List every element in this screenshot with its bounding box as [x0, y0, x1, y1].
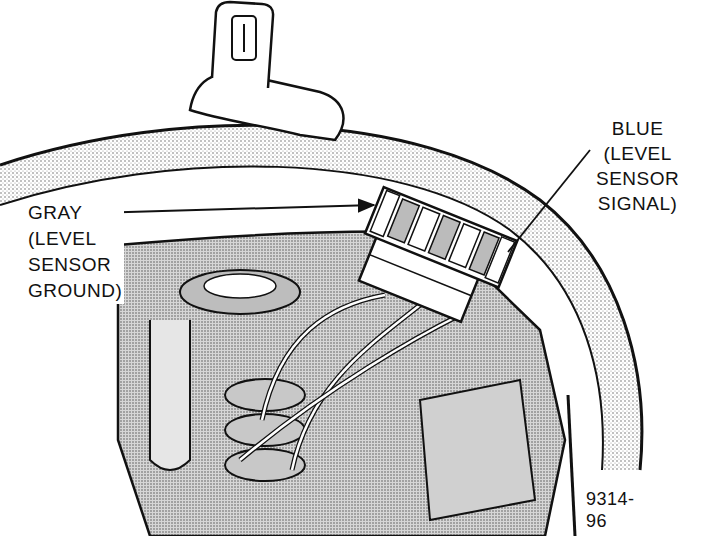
connector-housing — [212, 2, 273, 88]
leader-arrow — [94, 205, 374, 213]
wire — [240, 315, 460, 460]
wire — [292, 305, 420, 470]
connector-pin — [243, 24, 245, 52]
connector-socket — [232, 16, 256, 60]
pump-tube — [150, 320, 190, 470]
wire — [262, 295, 385, 420]
leader-line — [508, 150, 590, 252]
wire-color-label: GRAY (LEVEL SENSOR GROUND) — [26, 200, 124, 304]
figure-number: 9314-96 — [584, 488, 637, 532]
pump-cylinder — [180, 270, 300, 314]
wire — [240, 315, 460, 460]
pump-cylinder — [204, 274, 276, 298]
wire — [292, 305, 420, 470]
pump-body — [420, 380, 535, 520]
module-opening — [118, 232, 565, 536]
support-rod — [568, 395, 575, 536]
wire-color-label: BLUE (LEVEL SENSOR SIGNAL) — [594, 116, 681, 216]
level-sensor-connector — [348, 187, 517, 330]
wire — [262, 295, 385, 420]
